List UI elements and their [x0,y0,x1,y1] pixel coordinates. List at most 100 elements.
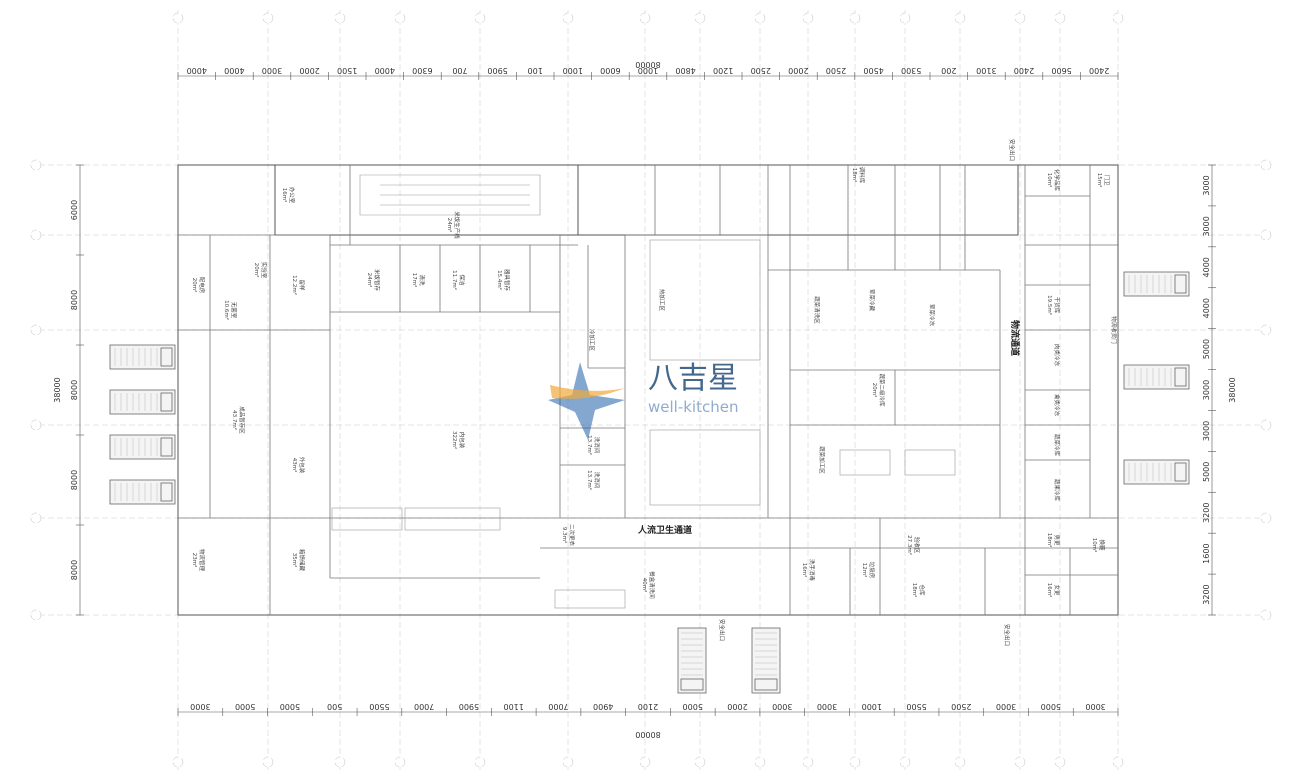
bottom-dimension: 500 [327,702,342,711]
top-dimension: 2000 [299,66,319,75]
overall-depth-right: 38000 [1228,377,1237,402]
door-label: 安全出口 [1008,139,1016,161]
right-dimension: 3200 [1202,584,1211,604]
top-dimension: 3100 [976,66,996,75]
room-name: 配电房 [198,277,206,294]
door-label: 物流收货门 [1110,316,1118,344]
bottom-dimension: 3000 [772,702,792,711]
truck-icon [677,627,707,694]
room-area: 27.3m² [906,535,913,555]
top-dimension: 2500 [826,66,846,75]
room-name: 办公室 [288,187,296,204]
right-dimension: 5000 [1202,462,1211,482]
room-area: 17m² [411,273,418,288]
left-dimension: 8000 [70,470,79,490]
room-name: 物流管理 [198,549,206,572]
room-area: 10m² [1091,538,1098,553]
room-area: 43m² [291,458,298,473]
room-name: 蔬菜冷库 [1053,434,1061,457]
truck-icon [1123,459,1190,485]
top-dimension: 1000 [638,66,658,75]
room-area: 19.5m² [1046,295,1053,315]
room-name: 热加工区 [658,289,666,312]
room-area: 20m² [871,383,878,398]
equipment [331,174,956,609]
truck-icon [109,389,176,415]
room-area: 15m² [1096,173,1103,188]
top-dimension: 5300 [901,66,921,75]
top-dimension: 4000 [224,66,244,75]
top-dimension: 2500 [751,66,771,75]
top-dimension: 700 [452,66,467,75]
room-area: 20m² [191,278,198,293]
bottom-dimension: 5500 [906,702,926,711]
top-dimension: 4000 [375,66,395,75]
top-dimension: 5900 [487,66,507,75]
top-dimension: 100 [528,66,543,75]
bottom-dimension: 3000 [817,702,837,711]
room-name: 干货库 [1053,297,1061,314]
room-name: 仓库 [918,584,926,596]
bottom-dimension: 2000 [727,702,747,711]
room-area: 16m² [281,188,288,203]
right-dimension-chain: 3000300040004000500030003000500032001600… [1202,164,1216,616]
room-name: 器具暂存 [503,269,511,292]
room-name: 蔬菜清洗区 [813,296,821,324]
axis-grid-horizontal [30,159,1272,621]
interior-walls [178,165,1118,615]
room-name: 米饭生产线 [453,211,461,239]
room-name: 女更 [1053,584,1061,596]
room-name: 米饭暂存 [373,269,381,292]
room-name: 门卫 [1103,174,1111,186]
room-area: 40m² [641,578,648,593]
top-dimension: 6000 [600,66,620,75]
room-name: 垃圾房 [868,562,876,579]
room-name: 肉类冷冻 [1053,344,1061,367]
room-name: 男更 [1053,534,1060,546]
bottom-dimension: 7000 [548,702,568,711]
right-dimension: 5000 [1202,339,1211,359]
room-name: 箱馈储藏 [298,549,306,572]
room-area: 16m² [801,563,808,578]
room-name: 化学品库 [1053,169,1061,192]
room-name: 蔬果冷库 [1053,479,1061,502]
star-logo-icon [548,362,625,440]
bottom-dimension: 5000 [1041,702,1061,711]
bottom-dimension: 5500 [369,702,389,711]
bottom-dimension: 5000 [280,702,300,711]
left-dimension: 8000 [70,290,79,310]
room-name: 验收区 [913,537,921,554]
room-area: 20m² [253,263,260,278]
room-name: 内包装 [458,432,466,449]
room-area: 13.7m² [586,470,593,490]
room-name: 荤菜冷藏 [868,289,876,312]
building-outline [177,164,1119,616]
bottom-dimension: 1100 [504,702,524,711]
room-name: 二次更衣 [568,524,576,547]
bottom-dimension: 3000 [996,702,1016,711]
room-area: 23m² [191,553,198,568]
door-label: 安全出口 [718,619,726,641]
room-name: 蔬菜二级冷库 [878,373,886,407]
right-dimension: 3000 [1202,216,1211,236]
top-dimension: 1200 [713,66,733,75]
room-area: 18m² [851,168,858,183]
truck-icon [109,434,176,460]
personnel-corridor-label: 人流卫生通道 [637,524,692,536]
top-dimension: 3000 [262,66,282,75]
room-area: 12.2m² [291,275,298,295]
room-area: 43.7m² [231,410,238,430]
room-name: 冷加工区 [588,329,596,352]
top-dimension: 2400 [1014,66,1034,75]
room-area: 15.4m² [496,270,503,290]
bottom-dimension: 5000 [683,702,703,711]
room-labels: 成品暂存区43.7m²内包装322m²外包装43m²实验室20m²无菌室10.6… [191,167,1111,599]
right-dimension: 3000 [1202,380,1211,400]
room-name: 留样 [298,279,306,291]
bottom-dimension: 1000 [862,702,882,711]
room-name: 洗消间 [593,472,601,489]
bottom-dimension: 2500 [951,702,971,711]
room-area: 18m² [1046,533,1053,548]
